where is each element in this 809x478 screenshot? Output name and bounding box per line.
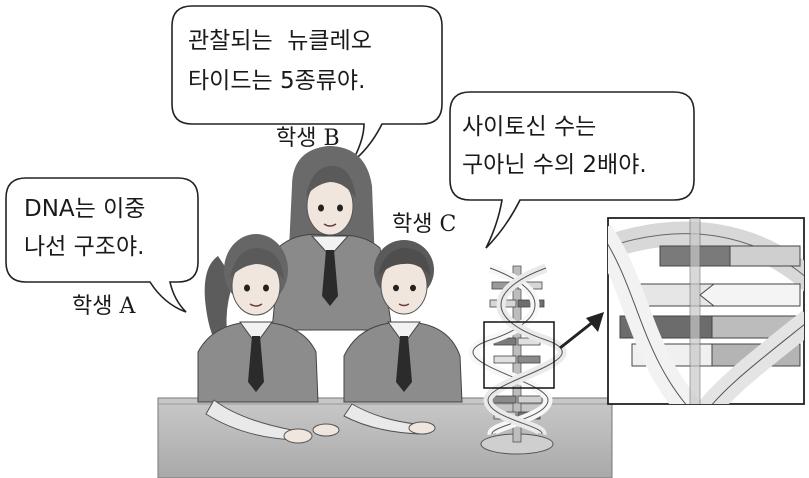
student-a	[197, 234, 340, 444]
speech-bubble-a	[5, 177, 199, 313]
speech-b-line1: 관찰되는 뉴클레오	[188, 28, 372, 54]
zoom-panel	[607, 217, 805, 405]
speech-a-line2: 나선 구조야.	[24, 234, 145, 260]
speech-c-line1: 사이토신 수는	[462, 114, 597, 140]
label-student-a: 학생 A	[72, 294, 136, 319]
label-student-b: 학생 B	[276, 126, 340, 151]
label-student-c: 학생 C	[392, 212, 457, 237]
speech-a-line1: DNA는 이중	[24, 196, 146, 222]
student-b	[271, 146, 393, 331]
zoom-arrow	[559, 312, 604, 350]
speech-b-line2: 타이드는 5종류야.	[188, 68, 366, 94]
speech-c-line2: 구아닌 수의 2배야.	[462, 152, 647, 178]
student-c	[343, 240, 463, 435]
speech-bubble-c	[449, 91, 695, 249]
dna-model	[468, 263, 567, 455]
